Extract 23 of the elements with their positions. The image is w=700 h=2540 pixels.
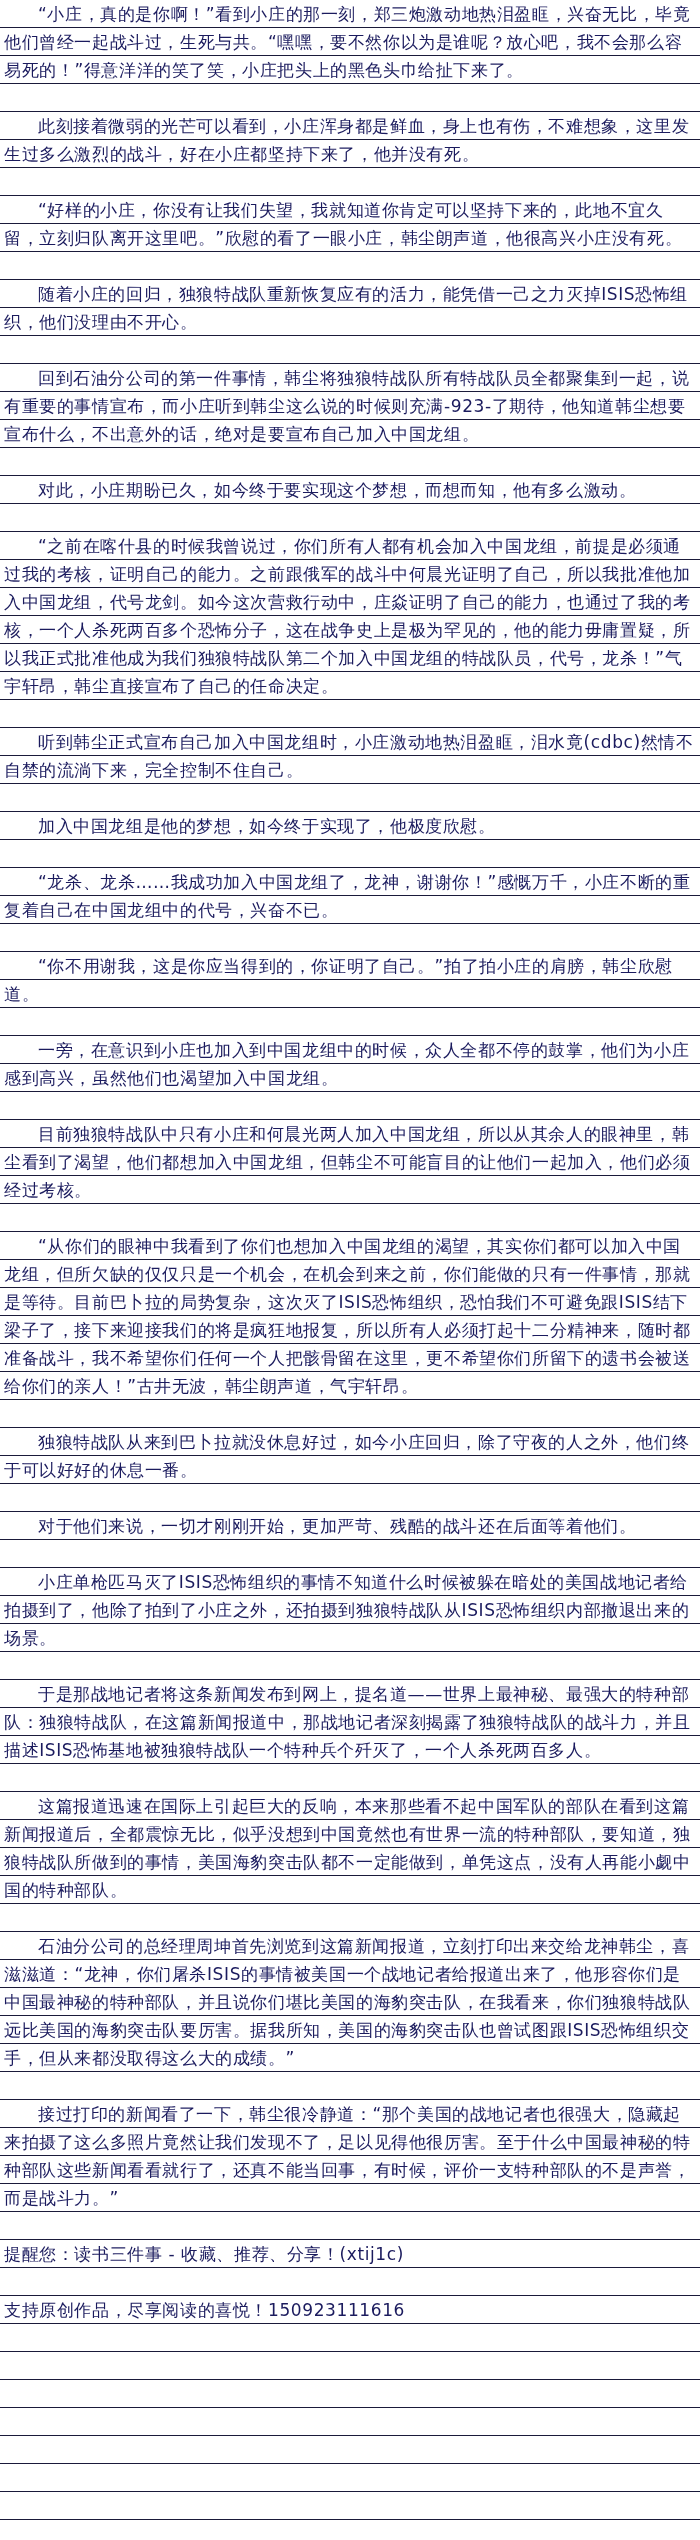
paragraph: 一旁，在意识到小庄也加入到中国龙组中的时候，众人全都不停的鼓掌，他们为小庄感到高兴，虽然他们也渴望加入中国龙组。 [4, 1039, 691, 1090]
paragraph: 此刻接着微弱的光芒可以看到，小庄浑身都是鲜血，身上也有伤，不难想象，这里发生过多么激烈的战斗，好在小庄都坚持下来了，他并没有死。 [4, 115, 691, 166]
footer-note: 支持原创作品，尽享阅读的喜悦！150923111616 [4, 2299, 406, 2322]
paragraph: 这篇报道迅速在国际上引起巨大的反响，本来那些看不起中国军队的部队在看到这篇新闻报道后，全都震惊无比，似乎没想到中国竟然也有世界一流的特种部队，要知道，独狼特战队所做到的事情，美国海豹突击队都不一定能做到，单凭这点，没有人再能小觑中国的特种部队。 [4, 1795, 692, 1902]
paragraph: 回到石油分公司的第一件事情，韩尘将独狼特战队所有特战队员全都聚集到一起，说有重要的事情宣布，而小庄听到韩尘这么说的时候则充满-923-了期待，他知道韩尘想要宣布什么，不出意外的话，绝对是要宣布自己加入中国龙组。 [4, 367, 691, 446]
paragraph: 接过打印的新闻看了一下，韩尘很冷静道：“那个美国的战地记者也很强大，隐藏起来拍摄了这么多照片竟然让我们发现不了，足以见得他很厉害。至于什么中国最神秘的特种部队这些新闻看看就行了，还真不能当回事，有时候，评价一支特种部队的不是声誉，而是战斗力。” [4, 2103, 692, 2210]
paragraph: 独狼特战队从来到巴卜拉就没休息好过，如今小庄回归，除了守夜的人之外，他们终于可以好好的休息一番。 [4, 1431, 691, 1482]
paragraph: “之前在喀什县的时候我曾说过，你们所有人都有机会加入中国龙组，前提是必须通过我的考核，证明自己的能力。之前跟俄军的战斗中何晨光证明了自己，所以我批准他加入中国龙组，代号龙剑。如今这次营救行动中，庄焱证明了自己的能力，也通过了我的考核，一个人杀死两百多个恐怖分子，这在战争史上是极为罕见的，他的能力毋庸置疑，所以我正式批准他成为我们独狼特战队第二个加入中国龙组的特战队员，代号，龙杀！”气宇轩昂，韩尘直接宣布了自己的任命决定。 [4, 535, 692, 698]
paragraph: “你不用谢我，这是你应当得到的，你证明了自己。”拍了拍小庄的肩膀，韩尘欣慰道。 [4, 955, 674, 1006]
paragraph: 石油分公司的总经理周坤首先浏览到这篇新闻报道，立刻打印出来交给龙神韩尘，喜滋滋道：“龙神，你们屠杀ISIS的事情被美国一个战地记者给报道出来了，他形容你们是中国最神秘的特种部队，并且说你们堪比美国的海豹突击队，在我看来，你们独狼特战队远比美国的海豹突击队要厉害。据我所知，美国的海豹突击队也曾试图跟ISIS恐怖组织交手，但从来都没取得这么大的成绩。” [4, 1935, 692, 2070]
paragraph: 小庄单枪匹马灭了ISIS恐怖组织的事情不知道什么时候被躲在暗处的美国战地记者给拍摄到了，他除了拍到了小庄之外，还拍摄到独狼特战队从ISIS恐怖组织内部撤退出来的场景。 [4, 1571, 691, 1650]
paragraph: 听到韩尘正式宣布自己加入中国龙组时，小庄激动地热泪盈眶，泪水竟(cdbc)然情不自禁的流淌下来，完全控制不住自己。 [4, 731, 695, 782]
paragraph: 于是那战地记者将这条新闻发布到网上，提名道——世界上最神秘、最强大的特种部队：独狼特战队，在这篇新闻报道中，那战地记者深刻揭露了独狼特战队的战斗力，并且描述ISIS恐怖基地被独狼特战队一个特种兵个歼灭了，一个人杀死两百多人。 [4, 1683, 692, 1762]
paragraph: “从你们的眼神中我看到了你们也想加入中国龙组的渴望，其实你们都可以加入中国龙组，但所欠缺的仅仅只是一个机会，在机会到来之前，你们能做的只有一件事情，那就是等待。目前巴卜拉的局势复杂，这次灭了ISIS恐怖组织，恐怕我们不可避免跟ISIS结下梁子了，接下来迎接我们的将是疯狂地报复，所以所有人必须打起十二分精神来，随时都准备战斗，我不希望你们任何一个人把骸骨留在这里，更不希望你们所留下的遗书会被送给你们的亲人！”古井无波，韩尘朗声道，气宇轩昂。 [4, 1235, 692, 1398]
paragraph: 对此，小庄期盼已久，如今终于要实现这个梦想，而想而知，他有多么激动。 [37, 479, 638, 502]
paragraph: 加入中国龙组是他的梦想，如今终于实现了，他极度欣慰。 [37, 815, 497, 838]
paragraph: 目前独狼特战队中只有小庄和何晨光两人加入中国龙组，所以从其余人的眼神里，韩尘看到了渴望，他们都想加入中国龙组，但韩尘不可能盲目的让他们一起加入，他们必须经过考核。 [4, 1123, 692, 1202]
paragraph: “小庄，真的是你啊！”看到小庄的那一刻，郑三炮激动地热泪盈眶，兴奋无比，毕竟他们曾经一起战斗过，生死与共。“嘿嘿，要不然你以为是谁呢？放心吧，我不会那么容易死的！”得意洋洋的笑了笑，小庄把头上的黑色头巾给扯下来了。 [4, 3, 692, 82]
paragraph: 随着小庄的回归，独狼特战队重新恢复应有的活力，能凭借一己之力灭掉ISIS恐怖组织，他们没理由不开心。 [4, 283, 689, 334]
paragraph: “好样的小庄，你没有让我们失望，我就知道你肯定可以坚持下来的，此地不宜久留，立刻归队离开这里吧。”欣慰的看了一眼小庄，韩尘朗声道，他很高兴小庄没有死。 [4, 199, 684, 250]
paragraph: “龙杀、龙杀……我成功加入中国龙组了，龙神，谢谢你！”感慨万千，小庄不断的重复着自己在中国龙组中的代号，兴奋不已。 [4, 871, 692, 922]
footer-note: 提醒您：读书三件事 - 收藏、推荐、分享！(xtij1c) [4, 2243, 405, 2266]
paragraph: 对于他们来说，一切才刚刚开始，更加严苛、残酷的战斗还在后面等着他们。 [37, 1515, 638, 1538]
